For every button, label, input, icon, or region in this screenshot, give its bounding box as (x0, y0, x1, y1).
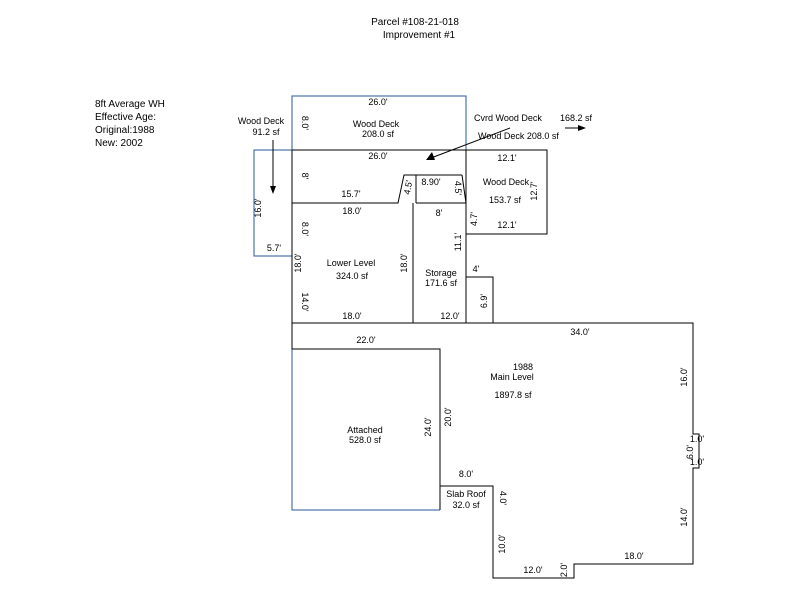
attached-outline (291, 349, 440, 511)
dim-label: 4.7' (469, 212, 479, 227)
dim-label: 20.0' (443, 407, 453, 427)
dim-label: 18.0' (293, 253, 303, 273)
dim-label: 18.0' (342, 206, 362, 216)
dim-label: 12.1' (497, 153, 517, 163)
building-outlines (291, 149, 700, 579)
dim-label: 4.5' (453, 181, 463, 196)
dim-label: 12.0' (440, 311, 460, 321)
dim-label: 12.7' (529, 181, 539, 201)
dim-label: 4' (473, 264, 480, 274)
dim-label: 8.0' (300, 222, 310, 237)
wood-deck-top-name: Wood Deck (353, 119, 400, 129)
storage-area: 171.6 sf (425, 278, 458, 288)
dim-label: 16.0' (253, 198, 263, 218)
dim-label: 18.0' (624, 551, 644, 561)
dim-label: 34.0' (570, 327, 590, 337)
info-wall-height: 8ft Average WH (95, 99, 165, 110)
dim-label: 24.0' (423, 417, 433, 437)
dim-label: 12.1' (497, 220, 517, 230)
dim-label: 5.7' (267, 243, 282, 253)
cvrd-wood-deck-sub: Wood Deck 208.0 sf (478, 131, 559, 141)
wood-deck-right-name: Wood Deck (483, 177, 530, 187)
dim-label: 14.0' (679, 507, 689, 527)
callout-arrows (270, 125, 586, 194)
main-level-year: 1988 (513, 362, 533, 372)
main-level-name: Main Level (490, 372, 534, 382)
dim-label: 4.5' (402, 179, 414, 195)
wood-deck-right-area: 153.7 sf (489, 195, 522, 205)
dim-label: 16.0' (679, 367, 689, 387)
attached-area: 528.0 sf (349, 435, 382, 445)
dim-label: 4.0' (498, 491, 508, 506)
dim-label: 26.0' (368, 151, 388, 161)
cvrd-wood-deck-name: Cvrd Wood Deck (474, 113, 542, 123)
dim-label: 18.0' (399, 253, 409, 273)
dim-label: 14.0' (300, 292, 310, 312)
dim-label: 15.7' (341, 189, 361, 199)
dim-label: 8.90' (421, 177, 441, 187)
dim-label: 12.0' (523, 565, 543, 575)
dim-label: 6.9' (479, 294, 489, 309)
parcel-number: Parcel #108-21-018 (371, 17, 459, 28)
storage-name: Storage (425, 268, 457, 278)
dim-label: 10.0' (497, 534, 507, 554)
dim-label: 8.0' (459, 469, 474, 479)
dim-label: 2.0' (559, 563, 569, 578)
wood-deck-left-name: Wood Deck (238, 116, 285, 126)
main-level-area: 1897.8 sf (494, 390, 532, 400)
slab-roof-area: 32.0 sf (452, 500, 480, 510)
dim-label: 22.0' (356, 335, 376, 345)
info-effective-age: Effective Age: (95, 112, 156, 123)
info-original-year: Original:1988 (95, 125, 155, 136)
lower-level-name: Lower Level (327, 258, 376, 268)
info-new-year: New: 2002 (95, 138, 143, 149)
dim-label: 1.0' (690, 457, 705, 467)
dim-label: 1.0' (690, 434, 705, 444)
slab-roof-name: Slab Roof (446, 489, 486, 499)
dim-label: 11.1' (453, 232, 463, 251)
dim-label: 8' (300, 173, 310, 180)
wood-deck-top-area: 208.0 sf (362, 129, 395, 139)
dim-label: 26.0' (368, 97, 388, 107)
dim-label: 18.0' (342, 311, 362, 321)
attached-name: Attached (347, 425, 383, 435)
dim-label: 6.0' (685, 445, 695, 460)
improvement-label: Improvement #1 (383, 30, 456, 41)
dim-label: 8.0' (300, 116, 310, 131)
dim-label: 8' (436, 208, 443, 218)
wood-deck-left-area: 91.2 sf (252, 127, 280, 137)
cvrd-wood-deck-area: 168.2 sf (560, 113, 593, 123)
lower-level-area: 324.0 sf (336, 271, 369, 281)
